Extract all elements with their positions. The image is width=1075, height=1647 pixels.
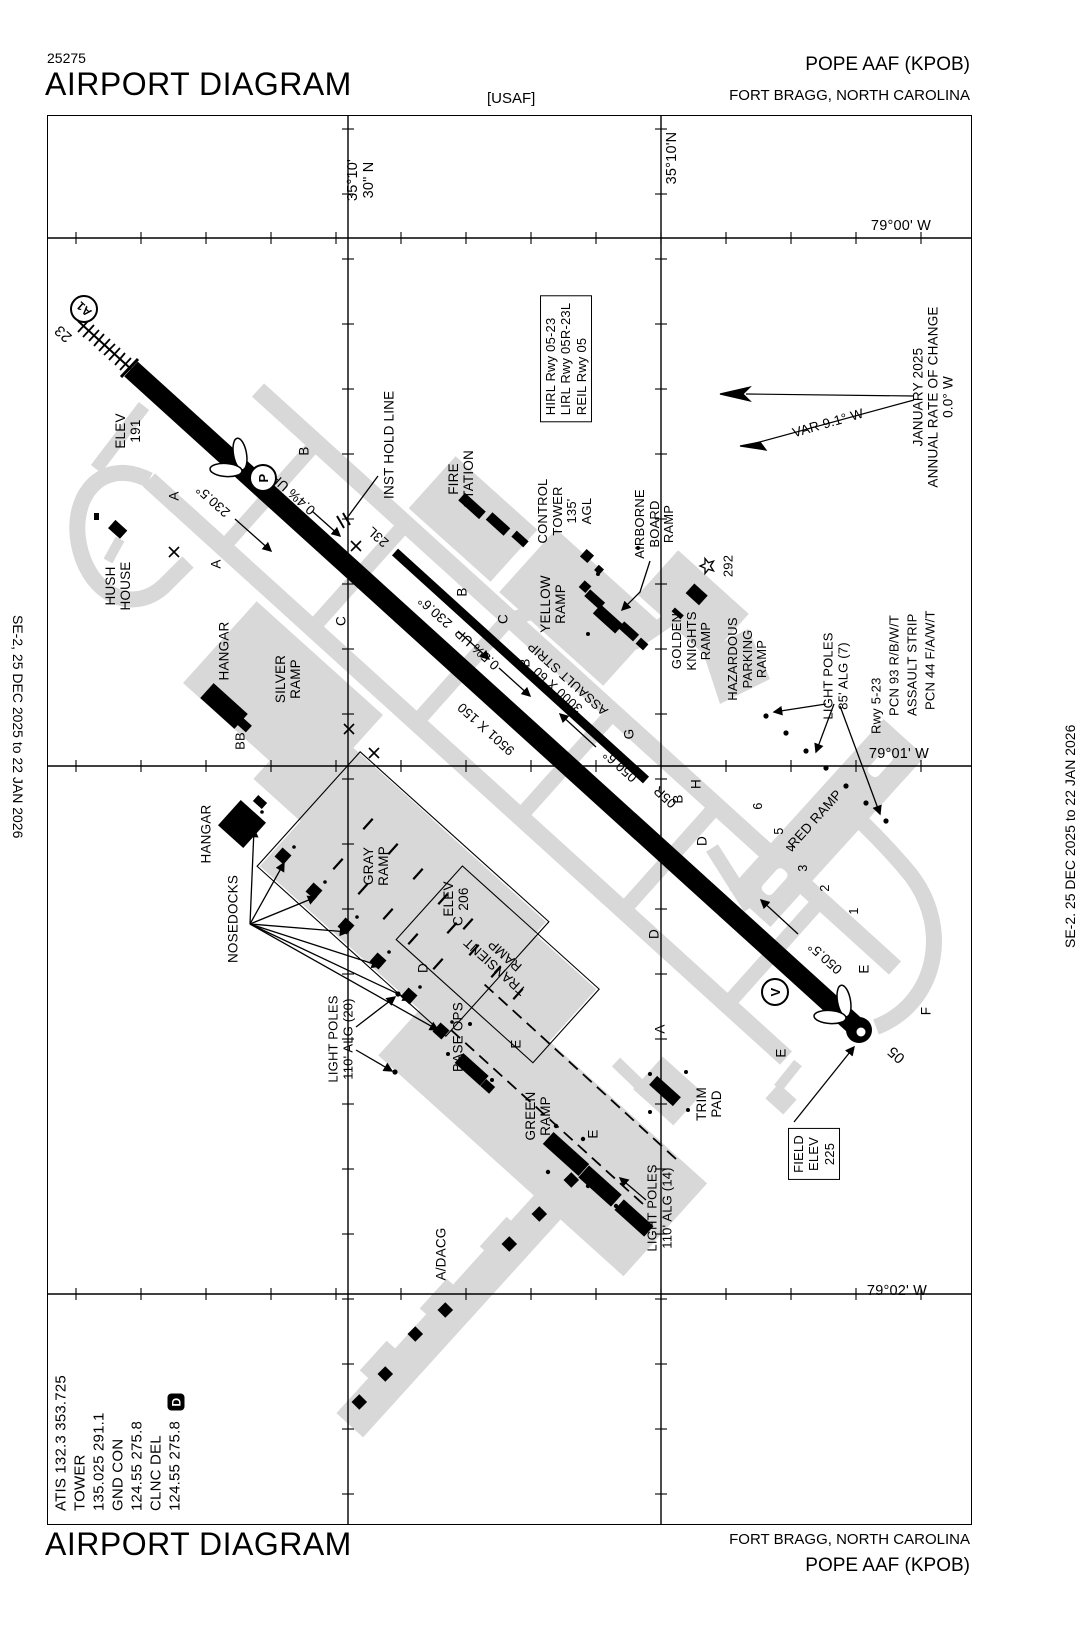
taxiway-g: G xyxy=(621,728,637,740)
fire-station-label: FIRE STATION xyxy=(445,450,476,508)
red-spot-3: 3 xyxy=(796,864,810,872)
lat-35-10: 35°10'N xyxy=(663,131,680,185)
page-title: AIRPORT DIAGRAM xyxy=(45,66,352,102)
taxiway-c-3: C xyxy=(450,916,466,926)
control-tower-label: CONTROL TOWER 135' AGL xyxy=(534,478,594,544)
hush-house-label: HUSH HOUSE xyxy=(102,561,133,611)
lon-79-01: 79°01' W xyxy=(868,745,930,762)
datalink-symbol: D xyxy=(167,1393,185,1411)
right-margin-edition: SE-2, 25 DEC 2025 to 22 JAN 2026 xyxy=(1062,724,1075,948)
pcn-strip: ASSAULT STRIP xyxy=(904,613,920,716)
elev-206: ELEV 206 xyxy=(440,881,471,917)
north-arrow-icon xyxy=(719,385,915,451)
lighting-box: HIRL Rwy 05-23 LIRL Rwy 05R-23L REIL Rwy… xyxy=(540,295,592,423)
lon-79-00: 79°00' W xyxy=(870,217,932,234)
silver-ramp-label: SILVER RAMP xyxy=(272,654,303,704)
taxiway-e-3: E xyxy=(773,1048,789,1058)
red-spot-5: 5 xyxy=(772,827,786,835)
red-ramp-slot xyxy=(761,868,788,896)
obstruction-star-icon xyxy=(698,556,715,576)
light-poles-20: LIGHT POLES 110' ALG (20) xyxy=(325,995,355,1083)
nosedocks-label: NOSEDOCKS xyxy=(225,874,241,964)
trim-pad-label: TRIM PAD xyxy=(693,1087,724,1121)
comms-clnc-del: CLNC DEL xyxy=(147,1435,165,1511)
light-poles-7: LIGHT POLES 85' ALG (7) xyxy=(820,632,850,720)
comms-gnd-freq: 124.55 275.8 xyxy=(128,1421,146,1511)
pcn-rwy: Rwy 5-23 xyxy=(868,677,884,734)
field-elev-box: FIELD ELEV 225 xyxy=(788,1128,840,1180)
comms-atis: ATIS 132.3 353.725 xyxy=(52,1375,70,1511)
red-ramp-slot xyxy=(867,750,894,778)
taxiway-b-3: B xyxy=(517,658,533,668)
taxiway-f: F xyxy=(918,1006,934,1016)
airfield-graphics xyxy=(48,116,971,1524)
light-poles-14: LIGHT POLES 110' ALG (14) xyxy=(644,1164,674,1252)
green-ramp-label: GREEN RAMP xyxy=(522,1091,553,1141)
footer-airport: POPE AAF (KPOB) xyxy=(805,1555,970,1576)
yellow-ramp-label: YELLOW RAMP xyxy=(537,575,568,633)
assault-strip-05r-23l xyxy=(391,548,650,784)
chart-number: 25275 xyxy=(47,50,86,66)
graticule-lines xyxy=(48,116,971,1524)
taxiway-d-1: D xyxy=(415,963,431,973)
taxiway-bb: BB xyxy=(232,732,248,750)
adacg-label: A/DACG xyxy=(433,1227,449,1281)
pcn-rwy-value: PCN 93 R/B/W/T xyxy=(886,614,902,716)
elev-191: ELEV 191 xyxy=(112,413,143,449)
comms-gnd-con: GND CON xyxy=(109,1438,127,1511)
taxiway-a-1: A xyxy=(166,491,182,501)
base-ops-label: BASE OPS xyxy=(450,1002,466,1072)
red-spot-1: 1 xyxy=(847,907,861,915)
footer-title: AIRPORT DIAGRAM xyxy=(45,1526,352,1562)
lat-35-10-30: 35°10' 30" N xyxy=(344,158,377,202)
arresting-gear-icon xyxy=(209,437,852,1025)
apron-outlines xyxy=(256,751,600,1064)
annotation-arrows xyxy=(234,475,882,1201)
comms-tower-freq: 135.025 291.1 xyxy=(90,1412,108,1511)
red-spot-2: 2 xyxy=(818,884,832,892)
taxiway-e-1: E xyxy=(508,1039,524,1049)
light-pole-dots xyxy=(260,546,889,1231)
taxiway-h: H xyxy=(688,779,704,789)
taxiway-e-4: E xyxy=(856,964,872,974)
displaced-threshold-23 xyxy=(77,319,140,379)
taxilane-markings xyxy=(332,818,677,1205)
comms-tower: TOWER xyxy=(71,1454,89,1511)
footer-city: FORT BRAGG, NORTH CAROLINA xyxy=(729,1531,970,1548)
golden-knights-ramp: GOLDEN KNIGHTS RAMP xyxy=(669,611,714,671)
annual-rate: JANUARY 2025 ANNUAL RATE OF CHANGE 0.0° … xyxy=(910,306,956,488)
lon-79-02: 79°02' W xyxy=(866,1282,928,1299)
comms-clnc-freq: 124.55 275.8 xyxy=(166,1421,184,1511)
hangar-silver-label: HANGAR xyxy=(216,621,232,681)
airborne-board-ramp: AIRBORNE BOARD RAMP xyxy=(632,489,677,559)
obstruction-292: 292 xyxy=(720,554,736,578)
x-markers xyxy=(168,512,380,759)
taxiway-a-2: A xyxy=(208,559,224,569)
agency-label: [USAF] xyxy=(487,90,536,107)
gray-ramp-label: GRAY RAMP xyxy=(360,846,391,886)
taxiway-e-2: E xyxy=(585,1129,601,1139)
red-spot-6: 6 xyxy=(751,802,765,810)
gear-v: V xyxy=(761,978,789,1006)
hangar-gray-label: HANGAR xyxy=(198,804,214,864)
taxiway-d-2: D xyxy=(646,929,662,939)
gear-p: P xyxy=(249,464,277,492)
airport-name: POPE AAF (KPOB) xyxy=(805,54,970,75)
taxiway-b-2: B xyxy=(454,587,470,597)
taxiway-b-1: B xyxy=(296,446,312,456)
left-margin-edition: SE-2, 25 DEC 2025 to 22 JAN 2026 xyxy=(10,615,26,839)
taxiway-a-3: A xyxy=(652,1024,668,1034)
taxiway-b-4: B xyxy=(670,794,686,804)
red-spot-4: 4 xyxy=(784,844,798,852)
pcn-strip-value: PCN 44 F/A/W/T xyxy=(922,610,938,710)
hazardous-parking-ramp: HAZARDOUS PARKING RAMP xyxy=(725,617,770,701)
building-shapes xyxy=(94,492,708,1410)
airport-city: FORT BRAGG, NORTH CAROLINA xyxy=(729,87,970,104)
inst-hold-line-label: INST HOLD LINE xyxy=(381,390,397,499)
taxiway-c-2: C xyxy=(495,614,511,624)
taxiway-c-1: C xyxy=(333,616,349,626)
taxiway-d-3: D xyxy=(694,836,710,846)
